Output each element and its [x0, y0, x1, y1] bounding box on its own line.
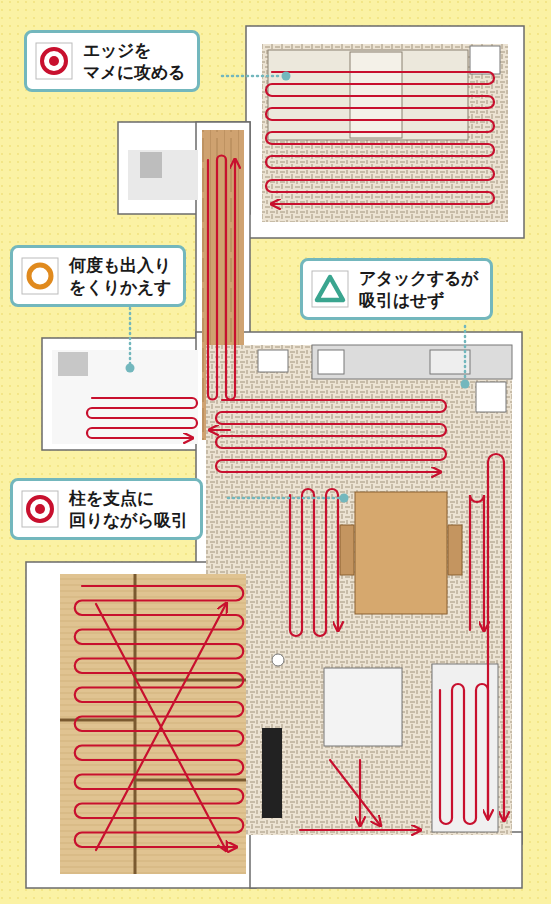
- robot-path: [216, 400, 446, 472]
- robot-path: [440, 684, 488, 824]
- robot-path: [359, 760, 361, 825]
- robot-path: [96, 604, 226, 850]
- callout-text: 柱を支点に 回りながら吸引: [69, 487, 188, 531]
- rating-icon: [21, 257, 59, 295]
- callout-box: 柱を支点に 回りながら吸引: [10, 478, 203, 540]
- rating-icon: [21, 490, 59, 528]
- robot-path: [330, 760, 380, 825]
- robot-path: [266, 72, 494, 204]
- robot-path: [96, 604, 226, 850]
- robot-path: [87, 398, 197, 438]
- robot-path: [300, 829, 420, 831]
- robot-path: [470, 495, 484, 630]
- rating-icon: [35, 42, 73, 80]
- robot-path: [208, 156, 235, 400]
- callout-text: エッジを マメに攻める: [83, 39, 185, 83]
- callout-box: エッジを マメに攻める: [24, 30, 200, 92]
- callout-box: アタックするが 吸引はせず: [300, 258, 493, 320]
- robot-path: [488, 454, 504, 820]
- robot-path: [75, 586, 244, 847]
- callout-text: アタックするが 吸引はせず: [359, 267, 478, 311]
- robot-path: [210, 429, 230, 431]
- robot-path: [290, 489, 338, 636]
- rating-icon: [311, 270, 349, 308]
- callout-text: 何度も出入り をくりかえす: [69, 254, 171, 298]
- callout-box: 何度も出入り をくりかえす: [10, 245, 186, 307]
